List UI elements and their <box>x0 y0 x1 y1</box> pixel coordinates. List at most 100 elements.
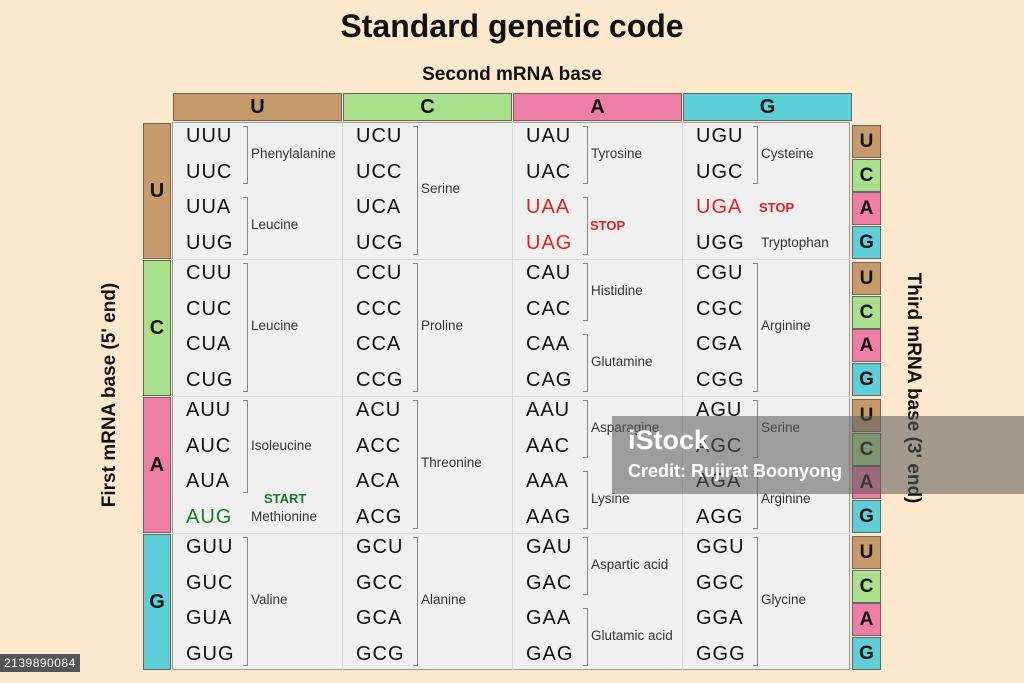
amino-acid-label: Isoleucine <box>251 437 312 453</box>
codon-gca: GCA <box>356 607 403 629</box>
codon-gaa: GAA <box>526 607 572 629</box>
amino-acid-label: Tyrosine <box>591 145 643 161</box>
codon-ucu: UCU <box>356 125 403 147</box>
codon-uag: UAG <box>526 231 573 254</box>
amino-acid-label: Arginine <box>761 318 811 334</box>
second-base-header-g: G <box>683 93 852 121</box>
codon-aca: ACA <box>356 470 401 492</box>
amino-acid-label: Leucine <box>251 216 299 232</box>
third-base-header-g: G <box>852 636 881 670</box>
codon-cac: CAC <box>526 297 572 320</box>
codon-cgc: CGC <box>696 297 744 320</box>
codon-group-bracket <box>243 263 248 392</box>
amino-acid-label: Leucine <box>251 318 299 334</box>
codon-agu: AGU <box>696 399 743 421</box>
codon-ccu: CCU <box>356 262 403 284</box>
third-base-header-a: A <box>852 329 881 362</box>
codon-group-bracket <box>583 608 588 666</box>
codon-group-bracket <box>243 400 248 493</box>
istock-logo: iStock <box>628 425 710 455</box>
codon-group-bracket <box>753 263 758 392</box>
first-base-header-c: C <box>143 260 171 396</box>
codon-ggc: GGC <box>696 571 745 594</box>
watermark-overlay <box>612 416 1024 494</box>
codon-uuu: UUU <box>186 125 233 147</box>
codon-group-bracket <box>413 400 418 529</box>
first-base-header-a: A <box>143 397 171 533</box>
first-base-header-g: G <box>143 534 171 670</box>
codon-gag: GAG <box>526 642 574 665</box>
third-base-header-g: G <box>852 362 881 396</box>
codon-group-bracket <box>243 197 248 255</box>
codon-cua: CUA <box>186 333 232 355</box>
amino-acid-label: Phenylalanine <box>251 145 336 161</box>
codon-cgu: CGU <box>696 262 744 284</box>
codon-gac: GAC <box>526 571 573 594</box>
column-divider <box>682 122 683 670</box>
block-divider <box>172 396 850 397</box>
codon-gcg: GCG <box>356 642 405 665</box>
codon-ucg: UCG <box>356 231 404 254</box>
codon-auu: AUU <box>186 399 232 421</box>
block-divider <box>172 259 850 260</box>
codon-ggu: GGU <box>696 536 745 558</box>
third-base-header-u: U <box>852 536 881 569</box>
third-base-header-a: A <box>852 603 881 636</box>
amino-acid-label: Methionine <box>251 508 318 524</box>
third-base-header-c: C <box>852 158 881 192</box>
codon-uga: UGA <box>696 196 743 218</box>
third-base-header-g: G <box>852 499 881 533</box>
page-title: Standard genetic code <box>340 8 684 44</box>
codon-uca: UCA <box>356 196 402 218</box>
third-base-header-u: U <box>852 125 881 158</box>
third-base-header-g: G <box>852 225 881 259</box>
amino-acid-label: Glutamine <box>591 353 653 369</box>
codon-ugc: UGC <box>696 160 744 183</box>
third-base-header-u: U <box>852 262 881 295</box>
codon-acg: ACG <box>356 505 403 528</box>
amino-acid-label: Serine <box>421 181 461 197</box>
codon-gcu: GCU <box>356 536 404 558</box>
first-base-header-u: U <box>143 123 171 259</box>
stop-label: STOP <box>759 200 795 215</box>
amino-acid-label: Valine <box>251 592 288 608</box>
image-credit: Credit: Rujirat Boonyong <box>628 461 842 481</box>
amino-acid-label: Proline <box>421 318 464 334</box>
codon-gua: GUA <box>186 607 233 629</box>
codon-cca: CCA <box>356 333 402 355</box>
codon-cuu: CUU <box>186 262 233 284</box>
codon-group-bracket <box>583 334 588 392</box>
codon-auc: AUC <box>186 434 232 457</box>
codon-group-bracket <box>583 471 588 529</box>
codon-aag: AAG <box>526 505 572 528</box>
codon-cuc: CUC <box>186 297 233 320</box>
codon-cau: CAU <box>526 262 572 284</box>
codon-group-bracket <box>583 263 588 321</box>
codon-uaa: UAA <box>526 196 571 218</box>
stop-label: STOP <box>590 217 626 233</box>
second-base-label: Second mRNA base <box>422 64 602 85</box>
amino-acid-label: Alanine <box>421 592 467 608</box>
codon-aaa: AAA <box>526 470 570 492</box>
codon-group-bracket <box>583 400 588 458</box>
codon-uuc: UUC <box>186 160 233 183</box>
codon-ugg: UGG <box>696 231 745 254</box>
block-divider <box>172 533 850 534</box>
amino-acid-label: Threonine <box>421 455 482 471</box>
amino-acid-label: Histidine <box>591 282 643 298</box>
codon-guc: GUC <box>186 571 234 594</box>
stock-image-id: 2139890084 <box>0 654 80 672</box>
codon-agg: AGG <box>696 505 744 528</box>
codon-ccg: CCG <box>356 368 404 391</box>
codon-aau: AAU <box>526 399 571 421</box>
third-base-header-c: C <box>852 295 881 329</box>
codon-group-bracket <box>753 126 758 184</box>
amino-acid-label: Glycine <box>761 592 807 608</box>
first-base-label: First mRNA base (5' end) <box>99 282 120 508</box>
codon-ggg: GGG <box>696 642 746 665</box>
codon-ugu: UGU <box>696 125 744 147</box>
codon-aua: AUA <box>186 470 231 492</box>
second-base-header-u: U <box>173 93 342 121</box>
amino-acid-label: Tryptophan <box>761 234 829 250</box>
codon-ucc: UCC <box>356 160 403 183</box>
